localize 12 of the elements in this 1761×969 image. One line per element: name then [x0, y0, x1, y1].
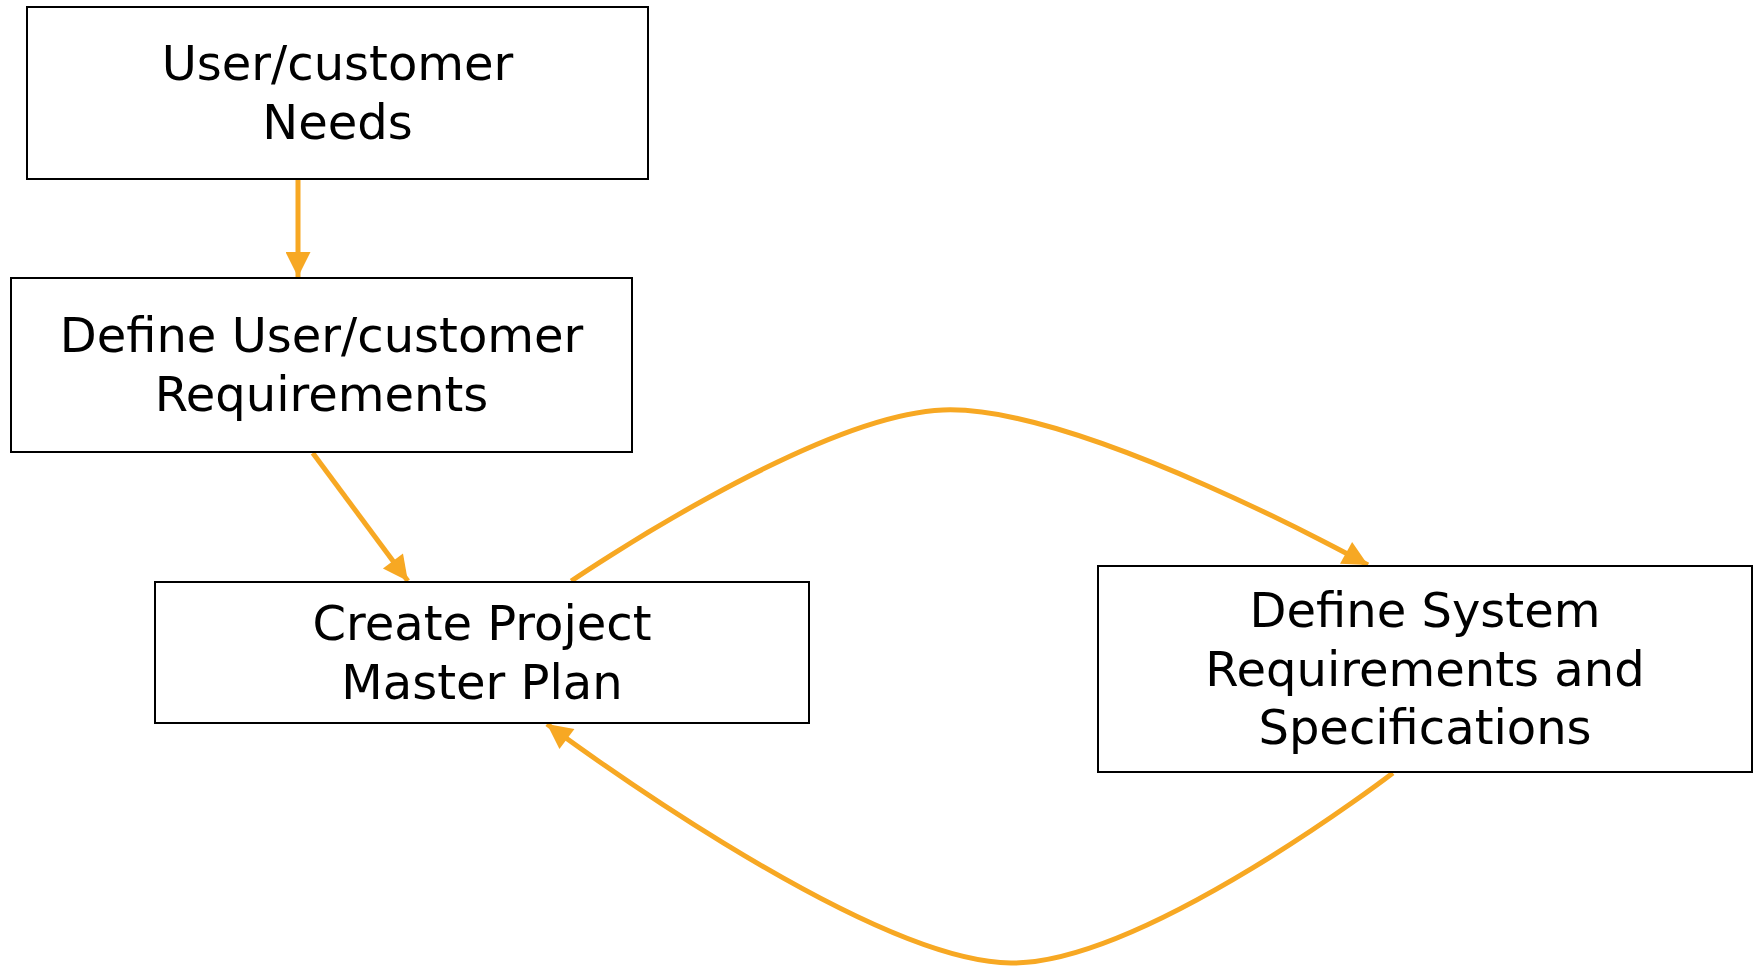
process-box [154, 581, 810, 724]
box-label: Create Project Master Plan [311, 593, 653, 712]
box-label: Define User/customer Requirements [58, 306, 585, 424]
arrow [545, 722, 1395, 966]
arrow [285, 180, 311, 277]
process-box [1097, 565, 1753, 773]
process-box [10, 277, 633, 453]
arrow [569, 407, 1370, 584]
box-label: Define System Requirements and Specifications [1204, 581, 1646, 757]
process-box [26, 6, 649, 180]
arrow [310, 451, 410, 583]
box-label: User/customer Needs [160, 34, 515, 152]
